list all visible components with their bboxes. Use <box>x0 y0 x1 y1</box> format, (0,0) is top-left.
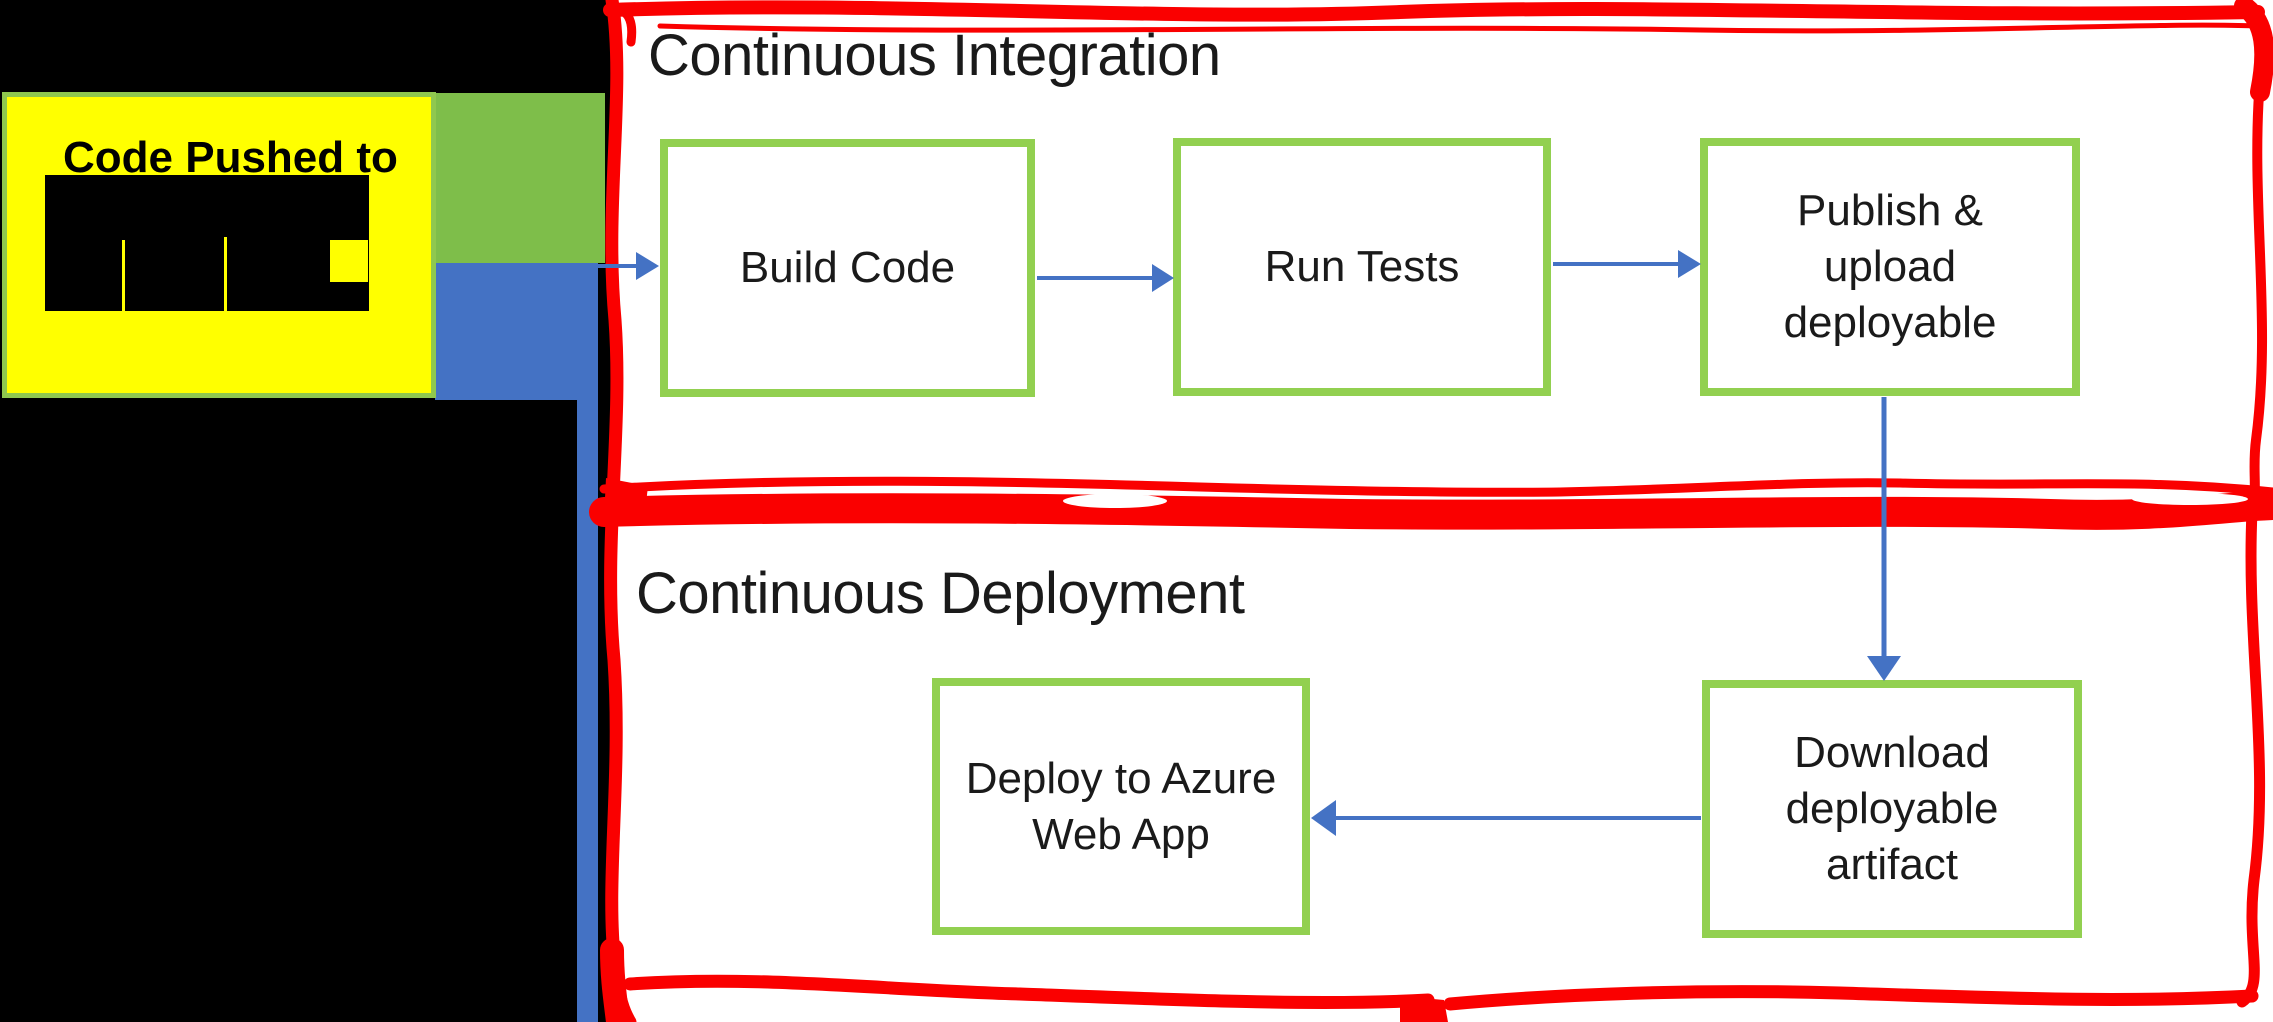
redaction-black-box <box>45 175 369 311</box>
blue-vertical-bar <box>577 400 598 1022</box>
source-box-label: Code Pushed to <box>63 133 398 182</box>
node-deploy-to-azure-web-app: Deploy to Azure Web App <box>932 678 1310 935</box>
green-block <box>435 93 605 263</box>
redaction-gap <box>122 240 125 311</box>
redaction-notch <box>330 240 368 282</box>
continuous-deployment-title: Continuous Deployment <box>636 561 1245 626</box>
node-build-code: Build Code <box>660 139 1035 397</box>
node-download-deployable-artifact: Download deployable artifact <box>1702 680 2082 938</box>
node-run-tests: Run Tests <box>1173 138 1551 396</box>
code-pushed-source-box: Code Pushed to <box>2 92 436 398</box>
redaction-gap <box>224 237 227 311</box>
continuous-integration-title: Continuous Integration <box>648 23 1221 88</box>
node-publish-upload-deployable: Publish & upload deployable <box>1700 138 2080 396</box>
blue-block <box>435 263 598 400</box>
